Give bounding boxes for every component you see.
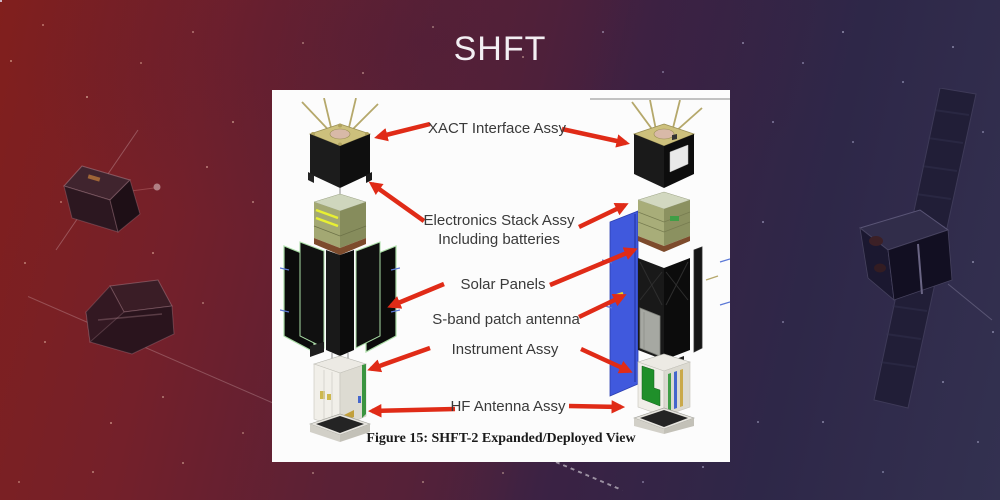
label-xact-interface-assy: XACT Interface Assy xyxy=(427,120,567,137)
label-electronics-line1: Electronics Stack Assy xyxy=(423,212,575,229)
figure-caption: Figure 15: SHFT-2 Expanded/Deployed View xyxy=(366,431,636,446)
label-electronics-line2: Including batteries xyxy=(438,230,560,248)
background-satellite-right-icon xyxy=(858,88,993,409)
label-sband-patch-antenna: S-band patch antenna xyxy=(432,311,580,328)
satellite-render-expanded xyxy=(280,98,400,442)
label-solar-panels: Solar Panels xyxy=(460,276,546,293)
arrow-solar-left xyxy=(387,281,445,309)
label-electronics-stack-assy: Electronics Stack Assy Including batteri… xyxy=(424,212,575,250)
arrow-hf-right xyxy=(568,400,626,414)
arrow-xact-right xyxy=(561,126,630,148)
arrow-solar-right xyxy=(549,247,638,288)
background-antenna-boom xyxy=(27,296,275,405)
callout-arrows xyxy=(367,121,638,418)
starfield-cool xyxy=(0,0,2,2)
label-instrument-assy: Instrument Assy xyxy=(451,341,559,358)
figure-panel: XACT Interface Assy Electronics Stack As… xyxy=(272,90,730,462)
background-cubesat-upper-left-icon xyxy=(55,129,161,251)
page-title: SHFT xyxy=(453,30,547,68)
arrow-hf-left xyxy=(367,404,456,418)
figure-top-rule xyxy=(590,98,730,100)
shooting-star xyxy=(555,461,623,491)
label-hf-antenna-assy: HF Antenna Assy xyxy=(450,398,566,415)
arrow-electronics-left xyxy=(368,181,426,223)
arrow-sband-right xyxy=(578,293,627,320)
arrow-instrument-left xyxy=(367,345,431,373)
arrow-instrument-right xyxy=(580,346,633,374)
arrow-electronics-right xyxy=(578,202,629,230)
arrow-xact-left xyxy=(374,121,431,142)
